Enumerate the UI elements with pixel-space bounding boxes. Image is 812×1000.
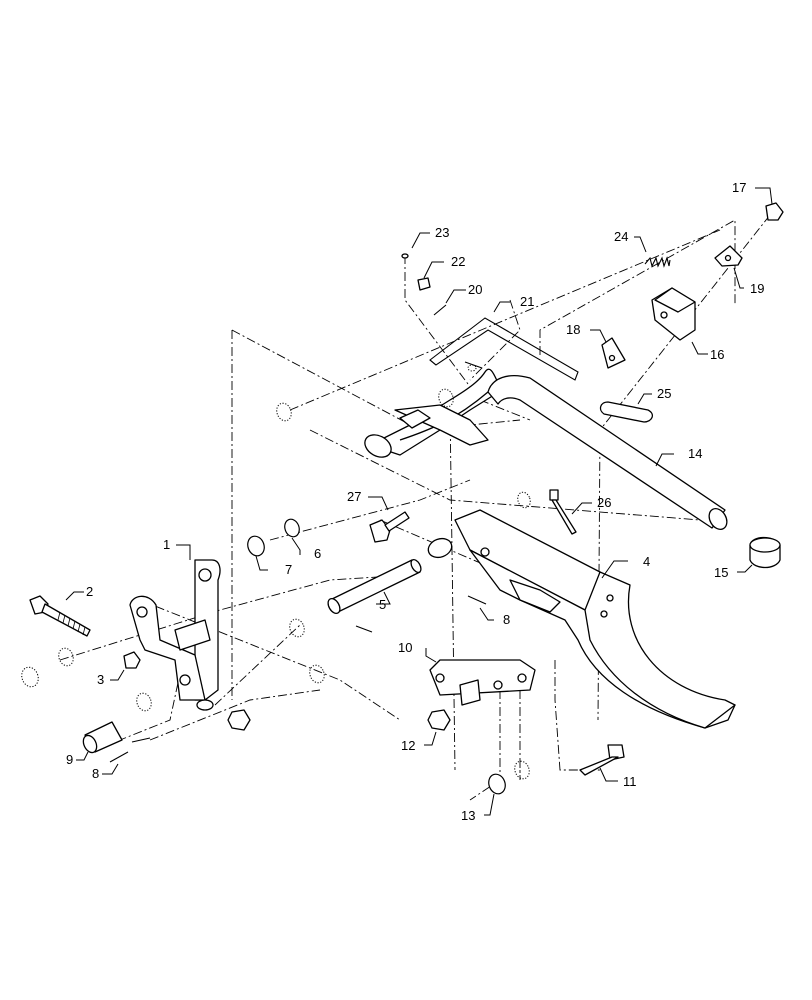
callout-5: 5 (379, 597, 386, 612)
callout-22: 22 (451, 254, 465, 269)
callout-23: 23 (435, 225, 449, 240)
callout-14: 14 (688, 446, 702, 461)
callout-15: 15 (714, 565, 728, 580)
callout-2: 2 (86, 584, 93, 599)
leader-lines (65, 187, 773, 816)
callout-17: 17 (732, 180, 746, 195)
part-10-latch (429, 659, 536, 706)
part-25-key (599, 401, 653, 423)
part-21-rod (429, 317, 579, 381)
part-19-bracket (714, 245, 743, 267)
part-20-pin (433, 304, 447, 316)
callout-16: 16 (710, 347, 724, 362)
part-5-pin (327, 558, 422, 615)
part-15-cap (749, 536, 781, 569)
callout-7: 7 (285, 562, 292, 577)
part-2-bolt (29, 595, 91, 637)
part-11-bolt (579, 744, 625, 776)
callout-12: 12 (401, 738, 415, 753)
part-23-pin (401, 253, 409, 259)
callout-6: 6 (314, 546, 321, 561)
callout-4: 4 (643, 554, 650, 569)
callout-18: 18 (566, 322, 580, 337)
callout-8b: 8 (92, 766, 99, 781)
part-17-nut (765, 202, 784, 221)
part-3-nut (123, 651, 141, 669)
callout-21: 21 (520, 294, 534, 309)
part-16-block (651, 287, 696, 341)
callout-24: 24 (614, 229, 628, 244)
callout-20: 20 (468, 282, 482, 297)
callout-13: 13 (461, 808, 475, 823)
callout-27: 27 (347, 489, 361, 504)
callout-25: 25 (657, 386, 671, 401)
part-22-nut (417, 277, 431, 291)
part-14-tube (364, 368, 728, 530)
callout-9: 9 (66, 752, 73, 767)
part-27-bolt (369, 511, 410, 543)
part-12-nut (427, 709, 451, 731)
part-24-spring (644, 256, 671, 268)
part-9-pin (82, 721, 123, 754)
callout-10: 10 (398, 640, 412, 655)
part-18-bracket (601, 337, 626, 369)
callout-26: 26 (597, 495, 611, 510)
part-26-bolt (549, 489, 577, 535)
callout-19: 19 (750, 281, 764, 296)
washers (21, 364, 531, 795)
callout-8a: 8 (503, 612, 510, 627)
callout-labels: 1 2 3 4 5 6 7 8 8 9 10 11 12 13 14 15 16… (66, 180, 764, 823)
part-1-hinge (129, 559, 221, 711)
callout-1: 1 (163, 537, 170, 552)
callout-11: 11 (623, 774, 637, 789)
nut-lower-hinge (227, 709, 251, 731)
callout-3: 3 (97, 672, 104, 687)
part-4-bracket (427, 509, 736, 729)
